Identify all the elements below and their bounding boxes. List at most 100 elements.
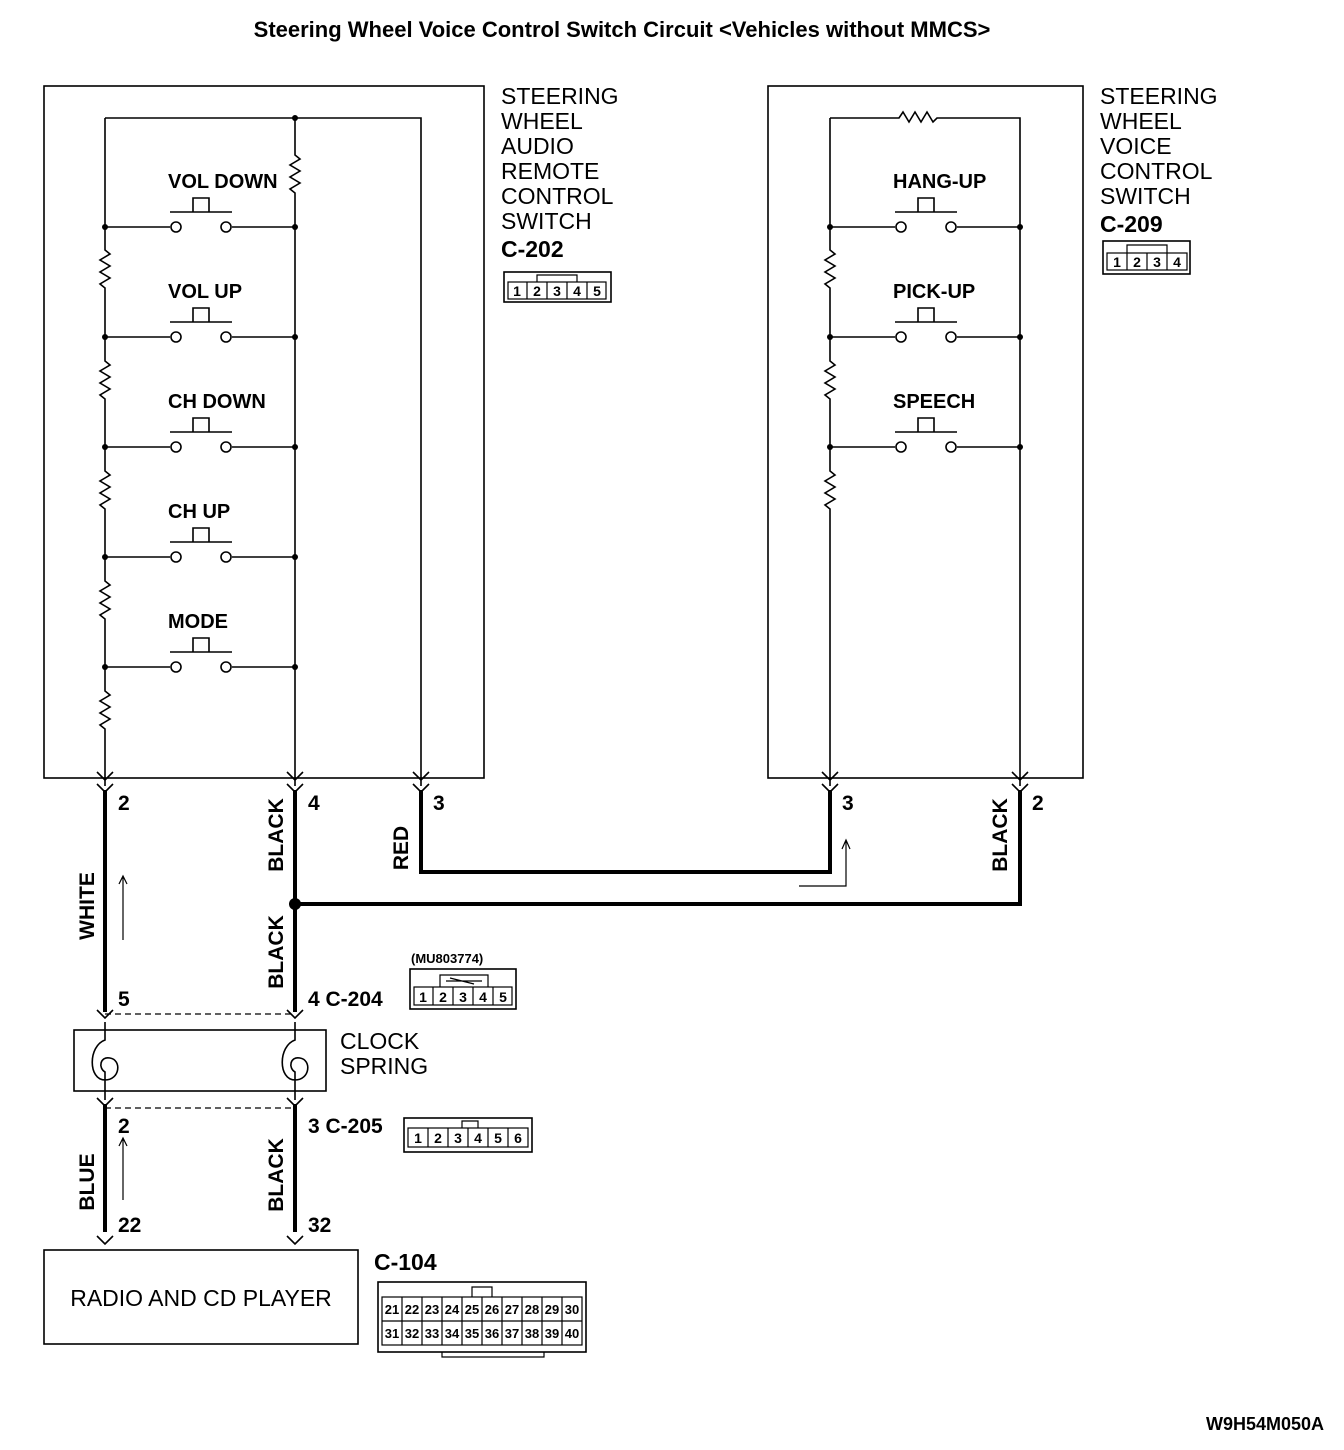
audio-switch-name-4: REMOTE	[501, 158, 599, 184]
svg-text:35: 35	[465, 1326, 479, 1341]
wire-label-white: WHITE	[76, 872, 99, 940]
connector-c209-label: C-209	[1100, 211, 1163, 237]
svg-text:1: 1	[1113, 254, 1121, 270]
button-ch-down: CH DOWN	[168, 391, 266, 413]
svg-text:24: 24	[445, 1302, 460, 1317]
audio-switch-name-1: STEERING	[501, 83, 619, 109]
svg-text:36: 36	[485, 1326, 499, 1341]
voice-left-column	[823, 118, 837, 786]
svg-text:4: 4	[1173, 254, 1181, 270]
svg-text:38: 38	[525, 1326, 539, 1341]
svg-text:4: 4	[474, 1130, 482, 1146]
clock-spring-box	[73, 1029, 327, 1092]
radio-box	[43, 1249, 359, 1345]
figure-code: W9H54M050A	[1206, 1414, 1324, 1434]
svg-text:1: 1	[513, 283, 521, 299]
voice-top-wire	[830, 110, 1021, 786]
svg-text:1: 1	[414, 1130, 422, 1146]
harness-wires	[103, 790, 1022, 1232]
radio-name: RADIO AND CD PLAYER	[70, 1285, 332, 1311]
svg-text:31: 31	[385, 1326, 399, 1341]
page-title: Steering Wheel Voice Control Switch Circ…	[254, 17, 991, 42]
connector-c202-icon: 1 2 3 4 5	[503, 271, 612, 303]
svg-text:3: 3	[459, 989, 467, 1005]
voice-switch-name-5: SWITCH	[1100, 183, 1191, 209]
voice-switch-name-4: CONTROL	[1100, 158, 1213, 184]
wire-label-black-upper: BLACK	[265, 798, 288, 872]
button-hang-up: HANG-UP	[893, 171, 986, 193]
voice-switch-name-3: VOICE	[1100, 133, 1172, 159]
button-ch-up: CH UP	[168, 501, 230, 523]
svg-text:21: 21	[385, 1302, 399, 1317]
audio-terminal-2: 2	[118, 792, 130, 815]
svg-text:29: 29	[545, 1302, 559, 1317]
voice-switch-box	[767, 85, 1084, 779]
connector-c104-label: C-104	[374, 1249, 437, 1275]
voice-terminal-2: 2	[1032, 792, 1044, 815]
voice-control-switch: HANG-UP PICK-UP SPEECH STEERING WHEEL VO…	[767, 83, 1218, 786]
voice-switch-rungs	[827, 197, 1023, 453]
connector-c204-icon: 1 2 3 4 5	[409, 968, 517, 1010]
svg-text:27: 27	[505, 1302, 519, 1317]
svg-text:5: 5	[494, 1130, 502, 1146]
button-pick-up: PICK-UP	[893, 281, 975, 303]
connector-c104-icon: 21 22 23 24 25 26 27 28 29 30 31 32 33 3…	[377, 1281, 587, 1358]
svg-text:37: 37	[505, 1326, 519, 1341]
audio-middle-column	[288, 118, 302, 786]
svg-text:25: 25	[465, 1302, 479, 1317]
connector-c202-label: C-202	[501, 236, 564, 262]
svg-text:28: 28	[525, 1302, 539, 1317]
clock-spring-name-1: CLOCK	[340, 1028, 420, 1054]
clock-spring	[73, 1009, 327, 1109]
svg-text:40: 40	[565, 1326, 579, 1341]
svg-text:2: 2	[1133, 254, 1141, 270]
svg-text:3: 3	[454, 1130, 462, 1146]
svg-text:1: 1	[419, 989, 427, 1005]
terminal-chevrons	[96, 771, 1029, 794]
button-vol-up: VOL UP	[168, 281, 242, 303]
button-speech: SPEECH	[893, 391, 975, 413]
button-mode: MODE	[168, 611, 228, 633]
wire-label-black-lower: BLACK	[265, 1138, 288, 1212]
audio-switch-box	[43, 85, 485, 779]
radio-pin-32: 32	[308, 1214, 331, 1237]
audio-switch-name-2: WHEEL	[501, 108, 583, 134]
svg-text:26: 26	[485, 1302, 499, 1317]
clock-spring-name-2: SPRING	[340, 1053, 428, 1079]
connector-c209-icon: 1 2 3 4	[1102, 240, 1191, 275]
signal-arrows	[118, 838, 851, 1200]
c205-pin-2: 2	[118, 1115, 130, 1138]
audio-switch-name-3: AUDIO	[501, 133, 574, 159]
svg-text:22: 22	[405, 1302, 419, 1317]
audio-terminal-3: 3	[433, 792, 445, 815]
svg-text:5: 5	[593, 283, 601, 299]
connector-c205-icon: 1 2 3 4 5 6	[403, 1117, 533, 1153]
svg-text:30: 30	[565, 1302, 579, 1317]
wire-label-black-middle: BLACK	[265, 915, 288, 989]
svg-text:2: 2	[434, 1130, 442, 1146]
audio-switch-name-5: CONTROL	[501, 183, 614, 209]
audio-switch-name-6: SWITCH	[501, 208, 592, 234]
switch-rungs	[102, 115, 298, 673]
svg-text:4: 4	[573, 283, 581, 299]
svg-text:6: 6	[514, 1130, 522, 1146]
svg-text:3: 3	[553, 283, 561, 299]
voice-terminal-3: 3	[842, 792, 854, 815]
wire-label-black-right: BLACK	[989, 798, 1012, 872]
svg-text:32: 32	[405, 1326, 419, 1341]
wire-label-red: RED	[390, 826, 413, 870]
c204-label: 4 C-204	[308, 988, 383, 1011]
svg-text:5: 5	[499, 989, 507, 1005]
voice-switch-name-2: WHEEL	[1100, 108, 1182, 134]
voice-switch-name-1: STEERING	[1100, 83, 1218, 109]
button-vol-down: VOL DOWN	[168, 171, 278, 193]
audio-left-column	[98, 118, 112, 786]
wire-label-blue: BLUE	[76, 1153, 99, 1210]
radio-pin-22: 22	[118, 1214, 141, 1237]
svg-text:34: 34	[445, 1326, 460, 1341]
svg-text:3: 3	[1153, 254, 1161, 270]
svg-text:4: 4	[479, 989, 487, 1005]
audio-top-wire	[105, 117, 422, 786]
c204-part-number: (MU803774)	[411, 951, 483, 966]
